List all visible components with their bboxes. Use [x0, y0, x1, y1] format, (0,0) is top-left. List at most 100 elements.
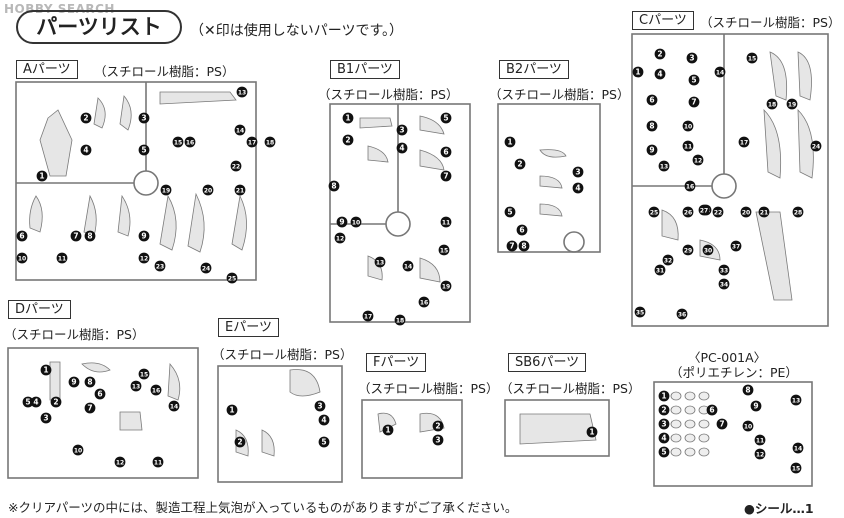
- part-number-label: 4: [33, 398, 38, 407]
- part-number-marker: [698, 204, 710, 216]
- part-number-marker: [688, 96, 700, 108]
- part-number-marker: [438, 244, 450, 256]
- part-number-marker: [786, 98, 798, 110]
- part-number-label: 23: [156, 264, 164, 271]
- part-c-shape: [661, 209, 679, 241]
- part-number-marker: [130, 380, 142, 392]
- part-number-label: 5: [321, 438, 326, 447]
- pc-title: 〈PC-001A〉: [688, 350, 767, 365]
- part-number-label: 8: [331, 182, 336, 191]
- part-number-label: 7: [443, 172, 448, 181]
- part-number-marker: [716, 418, 728, 430]
- part-c-shape: [763, 108, 781, 179]
- part-number-marker: [646, 120, 658, 132]
- part-number-marker: [662, 254, 674, 266]
- part-number-label: 37: [732, 244, 740, 251]
- part-number-marker: [646, 144, 658, 156]
- part-number-marker: [586, 426, 598, 438]
- part-number-label: 11: [154, 460, 162, 467]
- runner-e-frame: [217, 365, 343, 483]
- part-number-label: 27: [700, 208, 708, 215]
- part-number-label: 17: [364, 314, 372, 321]
- part-number-label: 15: [748, 56, 756, 63]
- part-number-marker: [318, 436, 330, 448]
- part-number-label: 21: [236, 188, 244, 195]
- part-number-label: 18: [768, 102, 776, 109]
- part-number-marker: [682, 206, 694, 218]
- part-number-marker: [686, 52, 698, 64]
- part-b2-shape: [539, 203, 563, 217]
- part-number-label: 14: [716, 70, 724, 77]
- part-number-label: 2: [657, 50, 662, 59]
- part-number-marker: [742, 384, 754, 396]
- pc-part-shape: [698, 419, 710, 429]
- part-number-label: 18: [396, 318, 404, 325]
- part-number-label: 1: [661, 392, 666, 401]
- part-number-label: 9: [71, 378, 76, 387]
- part-d-shape: [119, 411, 143, 431]
- part-number-marker: [138, 230, 150, 242]
- part-e-shape: [261, 429, 275, 457]
- section-e-material: （スチロール樹脂：PS）: [212, 347, 353, 362]
- part-number-label: 10: [74, 448, 82, 455]
- part-number-label: 9: [339, 218, 344, 227]
- part-number-marker: [68, 376, 80, 388]
- part-number-label: 5: [25, 398, 30, 407]
- unused-parts-note: （✕印は使用しないパーツです。）: [190, 23, 404, 39]
- part-b1-shape: [419, 257, 441, 283]
- part-number-label: 8: [649, 122, 654, 131]
- part-number-label: 3: [141, 114, 146, 123]
- part-a-shape: [93, 97, 106, 129]
- part-number-marker: [518, 240, 530, 252]
- part-number-label: 4: [575, 184, 580, 193]
- part-number-label: 3: [435, 436, 440, 445]
- part-number-label: 17: [740, 140, 748, 147]
- part-number-marker: [230, 160, 242, 172]
- part-number-marker: [396, 124, 408, 136]
- part-number-label: 7: [73, 232, 78, 241]
- part-number-marker: [36, 170, 48, 182]
- pc-part-shape: [670, 447, 682, 457]
- part-number-label: 11: [58, 256, 66, 263]
- part-number-marker: [342, 112, 354, 124]
- part-number-label: 19: [788, 102, 796, 109]
- part-number-marker: [236, 86, 248, 98]
- pc-part-shape: [670, 391, 682, 401]
- parts-list-title: パーツリスト: [16, 10, 182, 44]
- part-number-label: 3: [317, 402, 322, 411]
- part-a-shape: [231, 194, 247, 251]
- part-number-label: 3: [689, 54, 694, 63]
- part-number-label: 15: [792, 466, 800, 473]
- part-number-marker: [138, 144, 150, 156]
- runner-b2-gate: [563, 231, 585, 253]
- part-b1-shape: [367, 145, 389, 163]
- part-number-label: 9: [141, 232, 146, 241]
- part-number-marker: [202, 184, 214, 196]
- part-number-label: 21: [760, 210, 768, 217]
- part-number-label: 11: [684, 144, 692, 151]
- part-number-marker: [746, 52, 758, 64]
- part-number-marker: [114, 456, 126, 468]
- part-number-marker: [30, 396, 42, 408]
- part-number-label: 8: [87, 378, 92, 387]
- part-number-marker: [396, 142, 408, 154]
- part-number-label: 15: [440, 248, 448, 255]
- part-number-label: 1: [345, 114, 350, 123]
- part-number-marker: [572, 182, 584, 194]
- part-number-marker: [84, 230, 96, 242]
- part-number-label: 2: [345, 136, 350, 145]
- part-number-label: 24: [202, 266, 210, 273]
- pc-part-shape: [670, 405, 682, 415]
- part-number-label: 13: [376, 260, 384, 267]
- part-number-label: 7: [87, 404, 92, 413]
- clear-parts-note: ※クリアパーツの中には、製造工程上気泡が入っているものがありますがご了承ください…: [8, 500, 518, 515]
- part-number-marker: [342, 134, 354, 146]
- part-number-marker: [682, 244, 694, 256]
- part-number-marker: [328, 180, 340, 192]
- runner-a-gate: [133, 170, 159, 196]
- part-number-marker: [168, 400, 180, 412]
- part-number-marker: [658, 390, 670, 402]
- part-number-marker: [374, 256, 386, 268]
- part-number-label: 6: [19, 232, 24, 241]
